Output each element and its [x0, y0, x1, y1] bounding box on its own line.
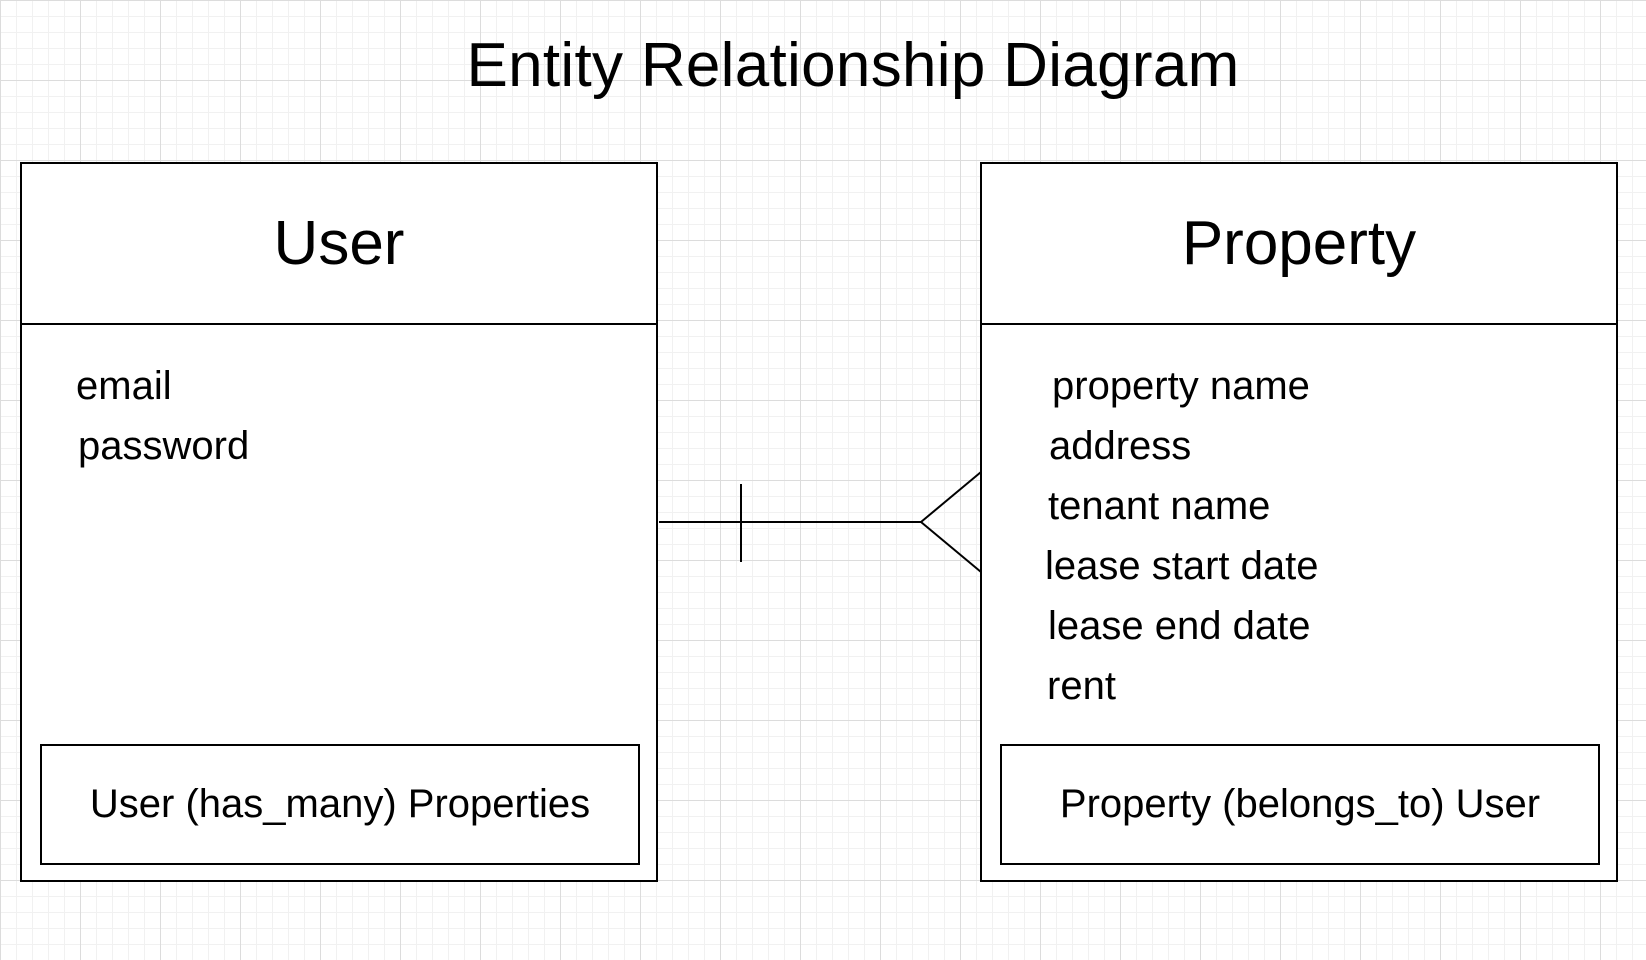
attribute-lease-start-date: lease start date: [1045, 544, 1319, 588]
attribute-tenant-name: tenant name: [1048, 484, 1271, 528]
attribute-property-name: property name: [1052, 364, 1310, 408]
diagram-title: Entity Relationship Diagram: [466, 31, 1240, 100]
relationship-property: Property (belongs_to) User: [1000, 744, 1600, 865]
entity-property[interactable]: Property property name address tenant na…: [980, 162, 1618, 882]
crows-foot-upper: [920, 471, 982, 523]
crows-foot-lower: [920, 521, 982, 573]
attribute-rent: rent: [1047, 664, 1116, 708]
entity-property-name: Property: [982, 164, 1616, 325]
entity-user-name: User: [22, 164, 656, 325]
attribute-address: address: [1049, 424, 1192, 468]
relationship-user: User (has_many) Properties: [40, 744, 640, 865]
attribute-email: email: [76, 364, 172, 408]
attribute-password: password: [78, 424, 250, 468]
entity-user[interactable]: User email password User (has_many) Prop…: [20, 162, 658, 882]
attribute-lease-end-date: lease end date: [1048, 604, 1311, 648]
